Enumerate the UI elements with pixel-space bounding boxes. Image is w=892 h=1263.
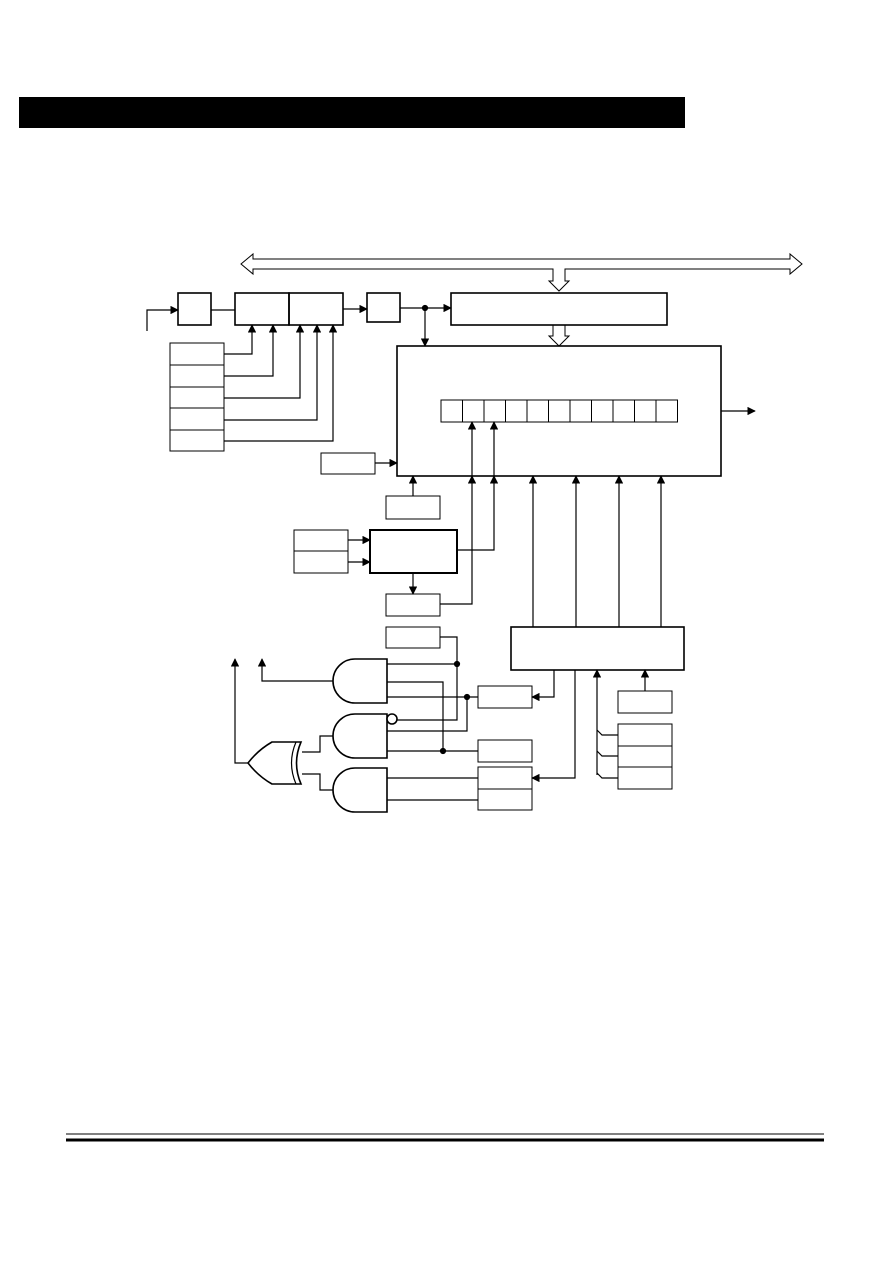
wire-stack3-2 (596, 750, 618, 757)
input-stack-1 (169, 342, 225, 452)
wire-aux-to-main (457, 475, 499, 551)
or-gate-back-curve (290, 741, 297, 785)
clock-input-wire (146, 305, 179, 331)
register-cells (440, 399, 678, 423)
wire-control-to-mid-box (531, 670, 555, 702)
wire-gate1-out (257, 658, 333, 682)
wire-gate3-out (302, 773, 333, 791)
aux-output-box (385, 593, 441, 617)
wire-stack3-1 (596, 729, 618, 736)
wire-or-out (230, 658, 248, 764)
and-gate-1 (332, 658, 388, 704)
select-wire-3 (224, 324, 305, 399)
inverter-bubble (386, 713, 398, 725)
input-stack-1-box (169, 342, 225, 452)
wire-aux-out-to-main (440, 475, 477, 605)
register-bus-arrow (547, 324, 571, 347)
nand-gate-2 (332, 713, 388, 759)
wire-stack3-3 (596, 772, 618, 779)
register-cell (655, 399, 678, 423)
wire-gate1-in-c (387, 681, 478, 752)
wire-top-box-down (387, 636, 458, 721)
header-bar (19, 97, 685, 128)
data-bus-arrow (240, 252, 803, 292)
prescaler-1-box (177, 292, 212, 326)
wire-mid-box-left (387, 696, 478, 732)
wire-gate2-out (302, 735, 333, 753)
wire-control-to-lower-box (531, 670, 576, 783)
select-wire-1 (224, 324, 257, 355)
select-wire-5 (224, 324, 338, 442)
and-gate-3 (332, 767, 388, 813)
select-wire-2 (224, 324, 278, 377)
select-wire-4 (224, 324, 322, 421)
or-gate (246, 741, 303, 785)
